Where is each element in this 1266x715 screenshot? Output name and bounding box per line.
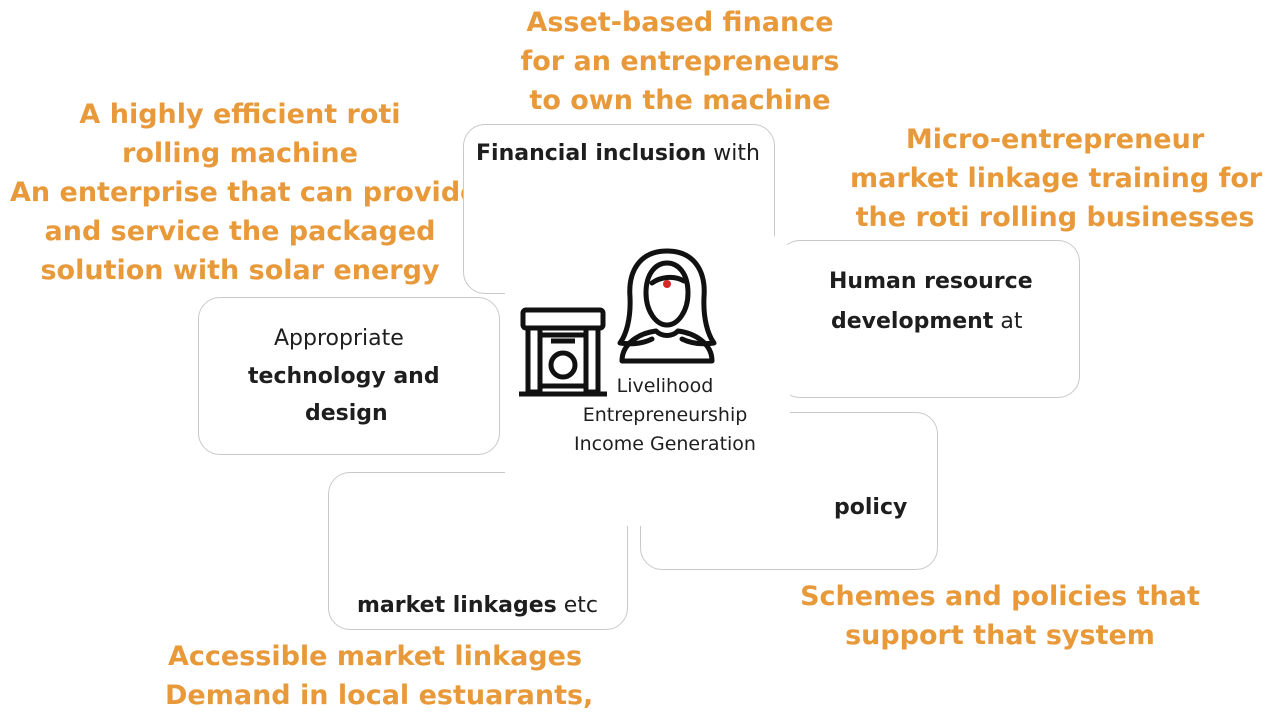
- box-market-rest: etc: [556, 593, 598, 618]
- label-line: Demand in local estuarants,: [165, 680, 594, 711]
- center-line-entrepreneurship: Entrepreneurship: [582, 404, 748, 426]
- label-line: and service the packaged: [44, 216, 436, 247]
- label-line: A highly efficient roti: [79, 99, 401, 130]
- label-line: support that system: [845, 620, 1155, 651]
- box-tech-line3: design: [305, 401, 388, 426]
- box-tech-line1: Appropriate: [274, 326, 404, 351]
- label-line: Micro-entrepreneur: [905, 124, 1205, 155]
- label-line: Asset-based finance: [526, 7, 834, 38]
- label-roti-rolling-machine: A highly efficient roti rolling machine …: [10, 95, 479, 290]
- label-line: Accessible market linkages: [167, 641, 583, 672]
- center-label: Livelihood Entrepreneurship Income Gener…: [540, 372, 790, 459]
- box-policy-bold: policy: [834, 495, 908, 520]
- box-human-resource: Human resource development at: [778, 240, 1080, 398]
- roti-machine-icon: [519, 307, 607, 397]
- label-line: solution with solar energy: [40, 255, 440, 286]
- box-tech-line2: technology and: [248, 364, 440, 389]
- box-appropriate-technology: Appropriate technology and design: [198, 297, 500, 455]
- label-micro-entrepreneur: Micro-entrepreneur market linkage traini…: [850, 120, 1263, 237]
- label-line: market linkage training for: [850, 163, 1263, 194]
- label-asset-based-finance: Asset-based finance for an entrepreneurs…: [500, 3, 860, 120]
- label-line: for an entrepreneurs: [520, 46, 840, 77]
- box-market-bold: market linkages: [357, 593, 557, 618]
- label-line: the roti rolling businesses: [855, 202, 1255, 233]
- label-line: to own the machine: [529, 85, 831, 116]
- label-accessible-market: Accessible market linkages Demand in loc…: [165, 637, 594, 715]
- bindi-dot: [663, 280, 671, 288]
- box-hr-line2-rest: at: [993, 309, 1023, 334]
- center-line-livelihood: Livelihood: [616, 375, 714, 397]
- box-hr-line2-bold: development: [831, 309, 994, 334]
- label-line: Schemes and policies that: [800, 581, 1200, 612]
- box-hr-line1: Human resource: [829, 269, 1033, 294]
- label-line: An enterprise that can provide: [10, 177, 479, 208]
- woman-entrepreneur-icon: [617, 248, 717, 364]
- box-financial-bold: Financial inclusion: [476, 141, 707, 166]
- label-line: rolling machine: [122, 138, 358, 169]
- box-financial-rest: with: [706, 141, 760, 166]
- label-schemes-policies: Schemes and policies that support that s…: [800, 577, 1200, 655]
- center-line-income-generation: Income Generation: [574, 433, 756, 455]
